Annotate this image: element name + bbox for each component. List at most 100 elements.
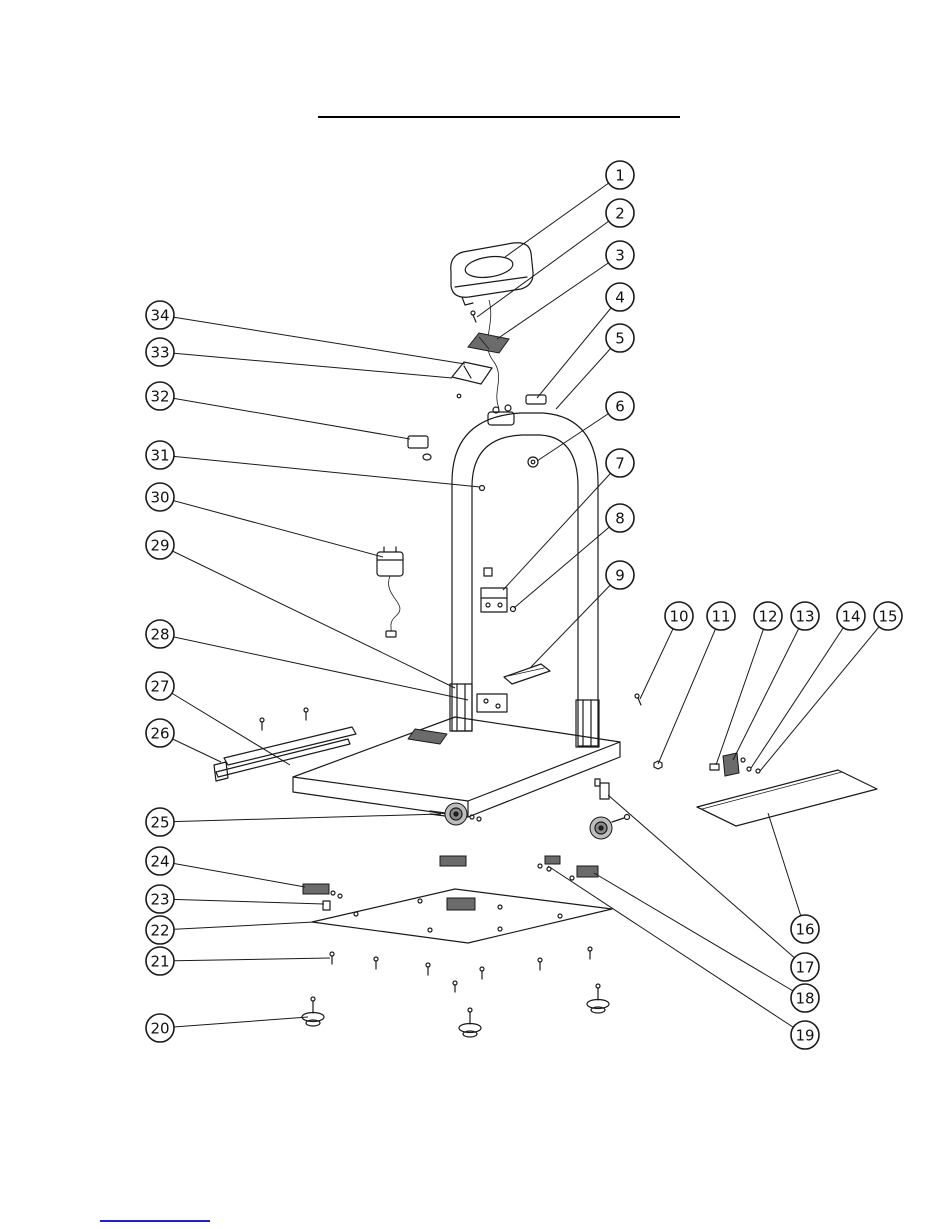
callout-label-24: 24 bbox=[150, 852, 169, 870]
column-frame-part bbox=[451, 404, 599, 747]
callout-circle-13 bbox=[790, 601, 820, 631]
callout-circle-12 bbox=[753, 601, 783, 631]
callout-17: 17 bbox=[790, 952, 820, 982]
leader-line-11 bbox=[657, 615, 722, 765]
leader-line-9 bbox=[530, 574, 621, 668]
callout-10: 10 bbox=[664, 601, 694, 631]
leader-line-29 bbox=[159, 544, 456, 689]
leader-line-19 bbox=[547, 865, 806, 1036]
callout-circle-30 bbox=[145, 482, 175, 512]
callout-circle-10 bbox=[664, 601, 694, 631]
callout-label-21: 21 bbox=[150, 952, 169, 970]
callout-label-32: 32 bbox=[150, 387, 169, 405]
callout-11: 11 bbox=[706, 601, 736, 631]
platform-part bbox=[292, 716, 621, 818]
callout-circle-28 bbox=[145, 619, 175, 649]
head-screw-part bbox=[470, 310, 477, 323]
leader-line-5 bbox=[555, 337, 621, 410]
base-plate-part bbox=[311, 888, 613, 944]
callout-circle-23 bbox=[145, 884, 175, 914]
corner-bracket-parts bbox=[709, 752, 761, 777]
callout-circle-2 bbox=[605, 198, 635, 228]
callout-14: 14 bbox=[836, 601, 866, 631]
leader-line-33 bbox=[159, 351, 453, 379]
callout-13: 13 bbox=[790, 601, 820, 631]
side-box-part bbox=[407, 435, 432, 461]
leader-line-28 bbox=[159, 633, 469, 701]
callout-label-1: 1 bbox=[615, 166, 625, 184]
callout-31: 31 bbox=[145, 440, 175, 470]
cover-plate-part bbox=[503, 663, 551, 685]
lower-bracket-part bbox=[451, 361, 493, 399]
callout-28: 28 bbox=[145, 619, 175, 649]
trim-rail-part bbox=[213, 707, 357, 782]
callout-23: 23 bbox=[145, 884, 175, 914]
callout-18: 18 bbox=[790, 983, 820, 1013]
callout-22: 22 bbox=[145, 915, 175, 945]
mount-bracket-parts bbox=[302, 855, 599, 911]
callout-label-27: 27 bbox=[150, 677, 169, 695]
callout-label-12: 12 bbox=[758, 607, 777, 625]
callout-label-20: 20 bbox=[150, 1019, 169, 1037]
wheel-part bbox=[429, 802, 631, 840]
callout-15: 15 bbox=[873, 601, 903, 631]
knob-part bbox=[527, 456, 539, 468]
callout-circle-34 bbox=[145, 300, 175, 330]
callout-circle-14 bbox=[836, 601, 866, 631]
callout-label-5: 5 bbox=[615, 329, 625, 347]
leader-line-25 bbox=[159, 813, 442, 823]
callout-label-22: 22 bbox=[150, 921, 169, 939]
leader-line-21 bbox=[159, 957, 331, 962]
callout-26: 26 bbox=[145, 718, 175, 748]
leader-lines bbox=[159, 174, 889, 1036]
leader-line-8 bbox=[513, 517, 621, 609]
fastener-parts bbox=[634, 693, 663, 770]
callout-label-8: 8 bbox=[615, 509, 625, 527]
leader-line-23 bbox=[159, 898, 325, 905]
callout-circle-22 bbox=[145, 915, 175, 945]
callout-34: 34 bbox=[145, 300, 175, 330]
callout-8: 8 bbox=[605, 503, 635, 533]
callout-label-4: 4 bbox=[615, 288, 625, 306]
leader-line-16 bbox=[767, 812, 806, 930]
leader-line-1 bbox=[504, 174, 621, 258]
callout-label-16: 16 bbox=[795, 920, 814, 938]
callout-16: 16 bbox=[790, 914, 820, 944]
callout-24: 24 bbox=[145, 846, 175, 876]
ramp-panel-part bbox=[696, 769, 878, 827]
callout-label-17: 17 bbox=[795, 958, 814, 976]
callout-label-31: 31 bbox=[150, 446, 169, 464]
callout-circle-1 bbox=[605, 160, 635, 190]
column-base-channel-part bbox=[449, 683, 600, 748]
leader-line-3 bbox=[496, 254, 621, 340]
leader-line-34 bbox=[159, 314, 466, 365]
leader-line-14 bbox=[750, 615, 852, 769]
callout-19: 19 bbox=[790, 1020, 820, 1050]
callout-circle-6 bbox=[605, 391, 635, 421]
power-adapter-part bbox=[376, 546, 404, 638]
callout-1: 1 bbox=[605, 160, 635, 190]
column-bracket-part bbox=[480, 567, 517, 613]
leader-line-18 bbox=[593, 872, 806, 999]
callout-label-2: 2 bbox=[615, 204, 625, 222]
platform-corner-bracket-part bbox=[594, 778, 610, 800]
callout-circle-32 bbox=[145, 381, 175, 411]
callout-circle-20 bbox=[145, 1013, 175, 1043]
callout-label-30: 30 bbox=[150, 488, 169, 506]
leader-line-13 bbox=[732, 615, 806, 761]
callout-label-6: 6 bbox=[615, 397, 625, 415]
callout-32: 32 bbox=[145, 381, 175, 411]
callout-circle-11 bbox=[706, 601, 736, 631]
leader-line-30 bbox=[159, 496, 384, 558]
callout-label-3: 3 bbox=[615, 246, 625, 264]
leader-line-2 bbox=[476, 212, 621, 318]
callout-circle-21 bbox=[145, 946, 175, 976]
leader-line-27 bbox=[159, 685, 291, 766]
leader-line-6 bbox=[536, 405, 621, 462]
callout-9: 9 bbox=[605, 560, 635, 590]
display-cable bbox=[487, 299, 500, 409]
callout-circle-3 bbox=[605, 240, 635, 270]
callout-circle-33 bbox=[145, 337, 175, 367]
leader-line-32 bbox=[159, 395, 411, 440]
